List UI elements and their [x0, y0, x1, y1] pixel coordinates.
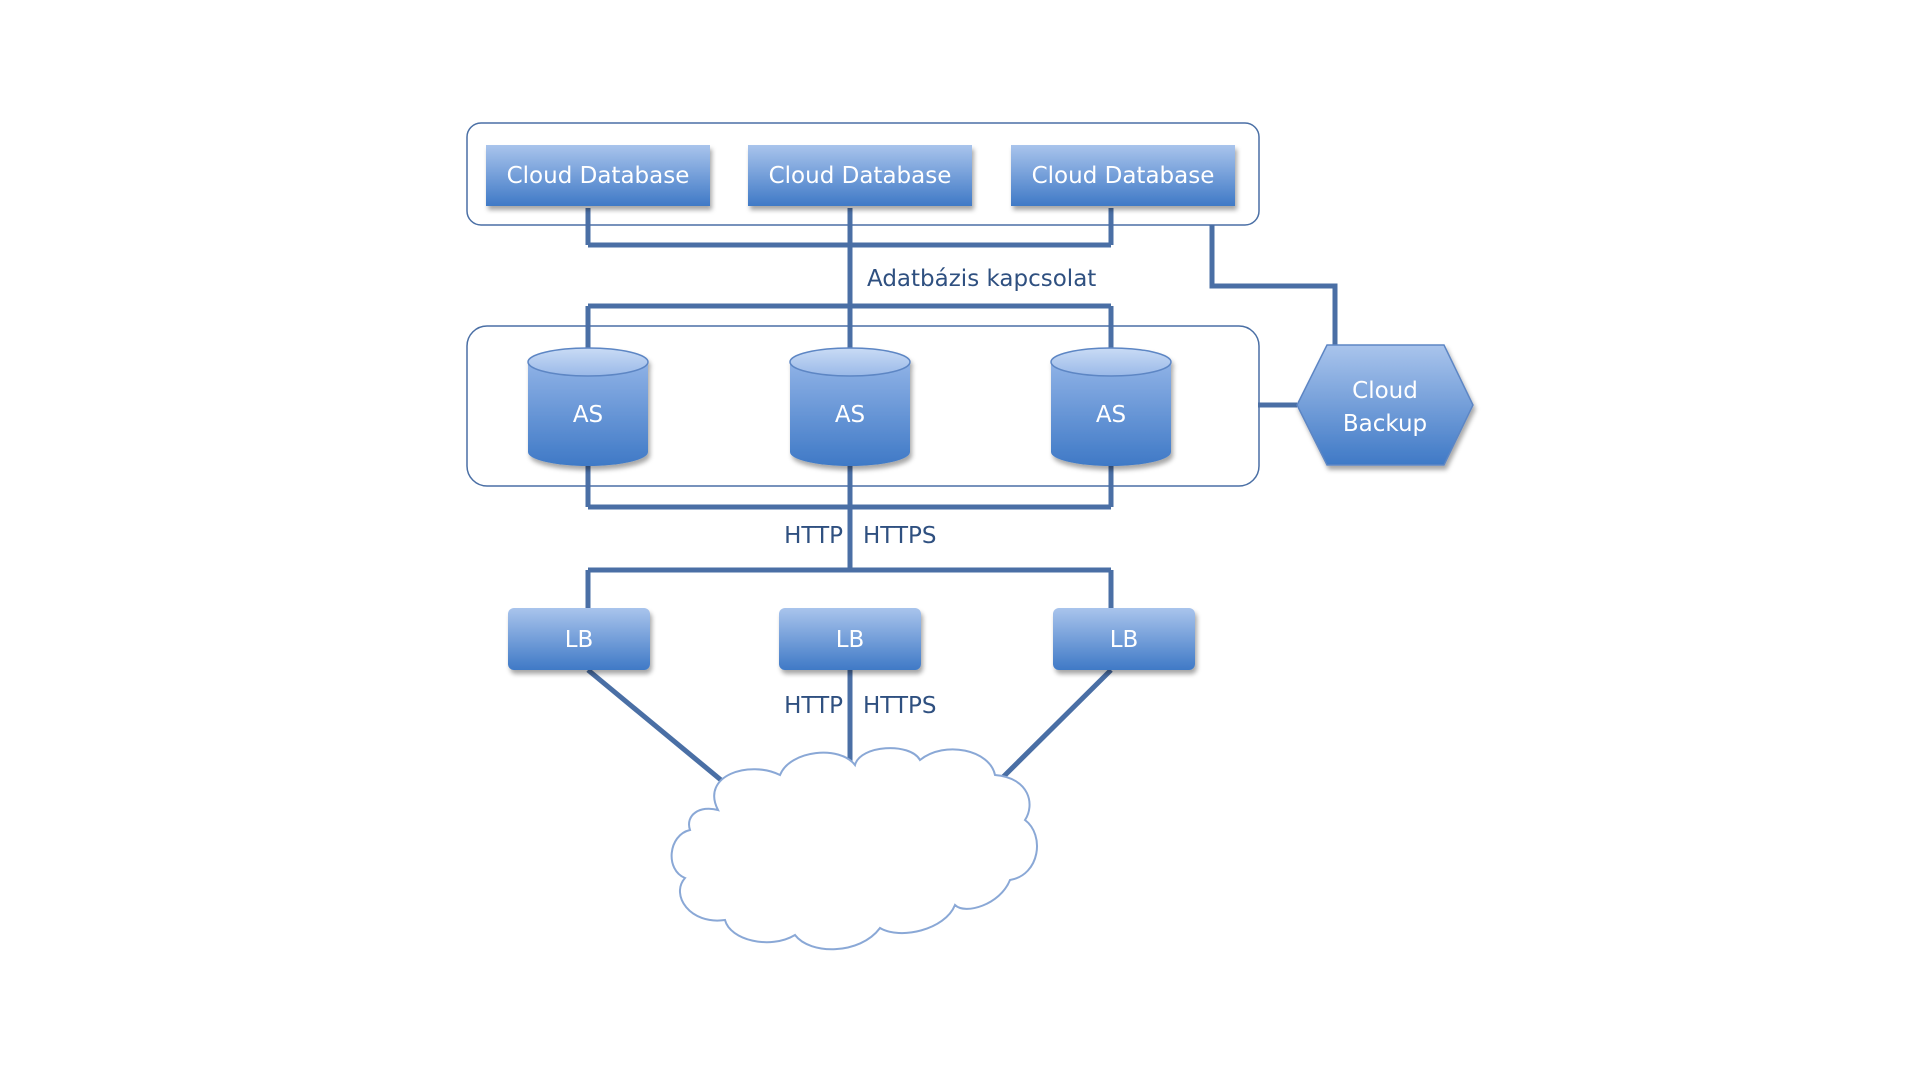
lb-cloud-line-3 [990, 668, 1113, 790]
lb-cloud-line-1 [586, 668, 729, 787]
app-tier-container [466, 325, 1260, 487]
load-balancer-1[interactable]: LB [508, 608, 650, 670]
cloud-database-3[interactable]: Cloud Database [1011, 145, 1235, 206]
cloud-database-1[interactable]: Cloud Database [486, 145, 710, 206]
db-connection-label: Adatbázis kapcsolat [867, 266, 1096, 292]
load-balancer-2[interactable]: LB [779, 608, 921, 670]
cloud-database-label: Cloud Database [769, 163, 952, 189]
lb-cloud-http-label: HTTP [784, 693, 843, 719]
cloud-database-label: Cloud Database [1032, 163, 1215, 189]
lb-cloud-https-label: HTTPS [863, 693, 936, 719]
load-balancer-3[interactable]: LB [1053, 608, 1195, 670]
app-server-label: AS [573, 402, 603, 428]
connector-lines [585, 208, 1338, 790]
cloud-backup-label-line1: Cloud [1352, 378, 1418, 404]
load-balancer-label: LB [836, 627, 865, 653]
as-lb-http-label: HTTP [784, 523, 843, 549]
app-server-3[interactable]: AS [1050, 347, 1172, 466]
as-lb-https-label: HTTPS [863, 523, 936, 549]
cloud-database-label: Cloud Database [507, 163, 690, 189]
cloud-shape [670, 747, 1038, 951]
app-server-1[interactable]: AS [527, 347, 649, 466]
backup-link-line [1209, 225, 1338, 345]
app-server-label: AS [835, 402, 865, 428]
load-balancer-label: LB [1110, 627, 1139, 653]
database-tier-container [466, 122, 1260, 226]
cloud-backup-node[interactable]: Cloud Backup [1296, 344, 1474, 466]
load-balancer-label: LB [565, 627, 594, 653]
app-server-label: AS [1096, 402, 1126, 428]
cloud-backup-label-line2: Backup [1343, 411, 1427, 437]
cloud-database-2[interactable]: Cloud Database [748, 145, 972, 206]
app-server-2[interactable]: AS [789, 347, 911, 466]
